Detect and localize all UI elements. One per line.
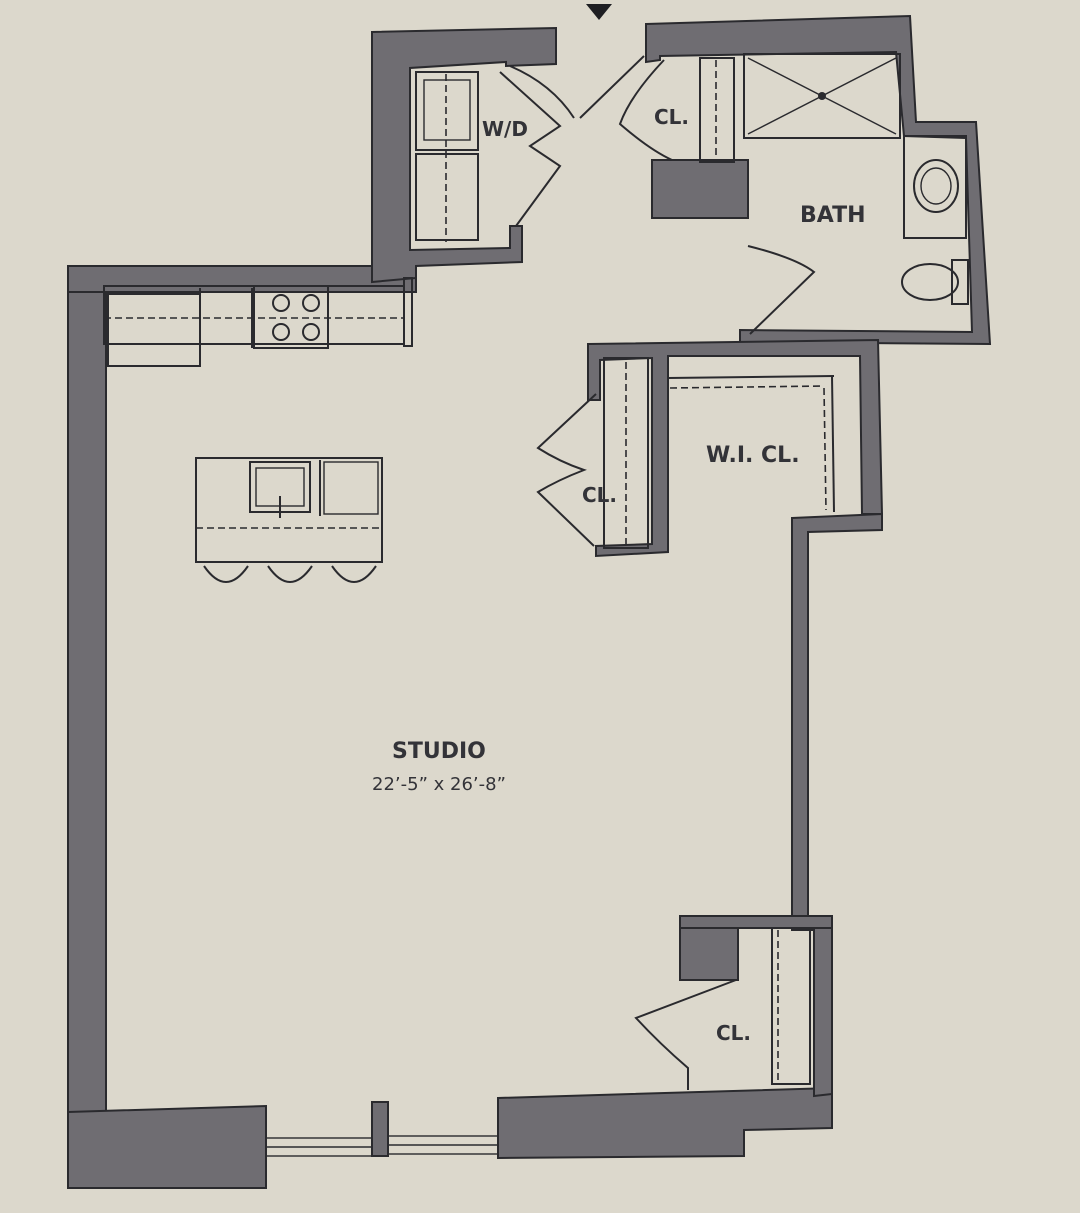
sink-basin-icon	[913, 159, 959, 213]
bottom-wall	[67, 1104, 267, 1189]
walk-in-closet-dash-right	[823, 387, 827, 511]
down-arrow-icon	[586, 4, 612, 20]
dryer-icon	[415, 153, 479, 241]
entry-door-left	[509, 65, 575, 119]
studio-top-wall	[67, 265, 417, 293]
laundry-walls	[371, 26, 557, 284]
walk-in-closet-top-wall	[587, 338, 884, 558]
bar-stools-icon	[203, 565, 377, 583]
shower-icon	[743, 53, 901, 139]
label-closet-top: CL.	[654, 105, 689, 129]
mid-closet-shelf	[603, 357, 649, 549]
bottom-closet-top-wall	[679, 915, 833, 929]
window-mullion	[371, 1101, 389, 1157]
vanity	[903, 135, 967, 239]
bottom-closet-wall-block	[679, 919, 739, 981]
bath-walls	[645, 14, 992, 346]
top-closet-shelf	[699, 57, 735, 163]
bath-door	[747, 245, 816, 335]
left-wall	[67, 277, 107, 1189]
stove-burners-icon	[272, 294, 320, 341]
label-closet-bottom: CL.	[716, 1021, 751, 1045]
entry-door-right	[579, 55, 645, 119]
walk-in-closet-dash-top	[669, 385, 825, 389]
kitchen-island	[195, 457, 383, 563]
mid-closet-door	[536, 393, 597, 547]
label-walk-in-closet: W.I. CL.	[706, 443, 800, 468]
bottom-closet-shelf	[771, 927, 811, 1085]
walk-in-closet-rod	[667, 375, 835, 379]
label-closet-mid: CL.	[582, 483, 617, 507]
top-closet-pier	[651, 159, 749, 219]
label-bath: BATH	[800, 203, 866, 228]
label-wd: W/D	[482, 117, 528, 141]
toilet-tank	[951, 259, 969, 305]
shower-drain	[818, 92, 826, 100]
toilet-icon	[901, 263, 959, 301]
counter-right-section	[323, 461, 379, 515]
washer-inner	[423, 79, 471, 141]
walk-in-closet-rod-right	[831, 375, 835, 513]
fridge	[107, 293, 201, 367]
counter-end	[403, 277, 413, 347]
top-closet-door	[618, 59, 673, 161]
sink-basin-inner	[920, 167, 952, 205]
label-studio-dimensions: 22’-5” x 26’-8”	[372, 774, 506, 795]
bottom-closet-door	[634, 979, 737, 1090]
stove	[253, 285, 329, 349]
wd-door	[499, 71, 562, 227]
label-studio: STUDIO	[392, 739, 486, 764]
washer-icon	[415, 71, 479, 151]
